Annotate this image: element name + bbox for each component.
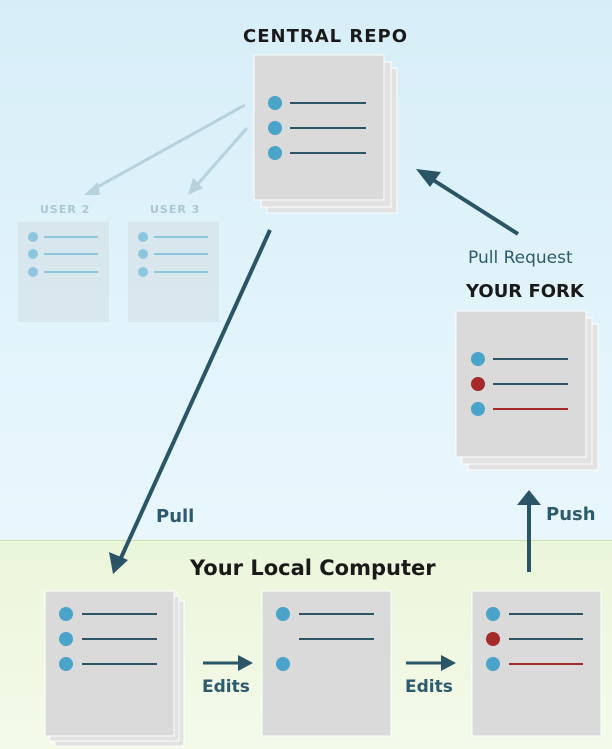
edits-label-2: Edits: [405, 677, 453, 697]
local-computer-title: Your Local Computer: [190, 556, 436, 580]
your-fork-document: [455, 310, 599, 471]
user2-label: USER 2: [40, 203, 91, 216]
local-document-edited: [471, 590, 602, 737]
your-fork-title: YOUR FORK: [466, 281, 584, 302]
edits-arrow-2: [406, 655, 456, 671]
edits-arrow-1: [203, 655, 253, 671]
push-label: Push: [546, 504, 596, 525]
fork-arrow-user3: [188, 127, 249, 195]
central-repo-document: [253, 54, 398, 214]
central-repo-title: CENTRAL REPO: [243, 26, 409, 47]
local-document-pulled: [44, 590, 185, 747]
pull-request-label: Pull Request: [468, 248, 573, 268]
pull-arrow: [109, 229, 272, 574]
local-document-editing: [261, 590, 392, 737]
edits-label-1: Edits: [202, 677, 250, 697]
user3-document: [128, 222, 219, 322]
user2-document: [18, 222, 109, 322]
pull-label: Pull: [156, 506, 195, 527]
pull-request-arrow: [416, 169, 520, 236]
fork-arrow-user2: [84, 103, 246, 195]
push-arrow: [517, 490, 541, 572]
user3-label: USER 3: [150, 203, 201, 216]
